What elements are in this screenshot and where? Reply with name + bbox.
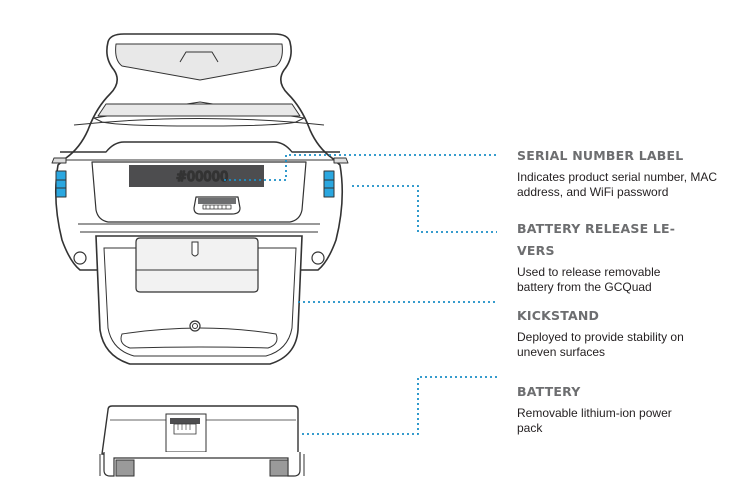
- device-bezel: [60, 141, 340, 153]
- callout-title: KICKSTAND: [517, 308, 600, 323]
- serial-number-text: #00000: [176, 170, 228, 185]
- leader-line-battery: [302, 376, 497, 435]
- leader-lines: [224, 154, 497, 435]
- device-foot-right: [311, 251, 325, 265]
- battery-release-lever-left: [51, 157, 67, 198]
- device-top-recess: [115, 43, 283, 81]
- callout-kickstand: KICKSTAND Deployed to provide stability …: [517, 305, 727, 360]
- battery-release-lever-right: [323, 157, 349, 198]
- callout-description: Used to release removable battery from t…: [517, 265, 661, 294]
- callout-title: BATTERY RELEASE LE-VERS: [517, 221, 676, 258]
- callout-battery-release-levers: BATTERY RELEASE LE-VERS Used to release …: [517, 218, 727, 295]
- callout-title: SERIAL NUMBER LABEL: [517, 148, 684, 163]
- callout-description: Indicates product serial number, MAC add…: [517, 170, 718, 199]
- callout-serial-number-label: SERIAL NUMBER LABEL Indicates product se…: [517, 145, 727, 200]
- device-connector: [193, 196, 241, 215]
- device-top-recess-bump: [179, 51, 219, 63]
- leader-line-serial: [224, 154, 497, 181]
- device-bay-floor: [78, 223, 320, 233]
- serial-number-plate: [129, 165, 264, 187]
- device-foot-left: [73, 251, 87, 265]
- device-mid-window: [97, 103, 301, 117]
- callout-description: Removable lithium-ion power pack: [517, 406, 672, 435]
- kickstand-illustration: [95, 235, 303, 365]
- battery-illustration: [99, 405, 305, 477]
- callout-description: Deployed to provide stability on uneven …: [517, 330, 684, 359]
- device-mid-line: [73, 118, 325, 126]
- leader-line-levers: [352, 185, 497, 233]
- device-illustration: #00000: [51, 33, 349, 271]
- callout-battery: BATTERY Removable lithium-ion power pack: [517, 381, 727, 436]
- callout-title: BATTERY: [517, 384, 581, 399]
